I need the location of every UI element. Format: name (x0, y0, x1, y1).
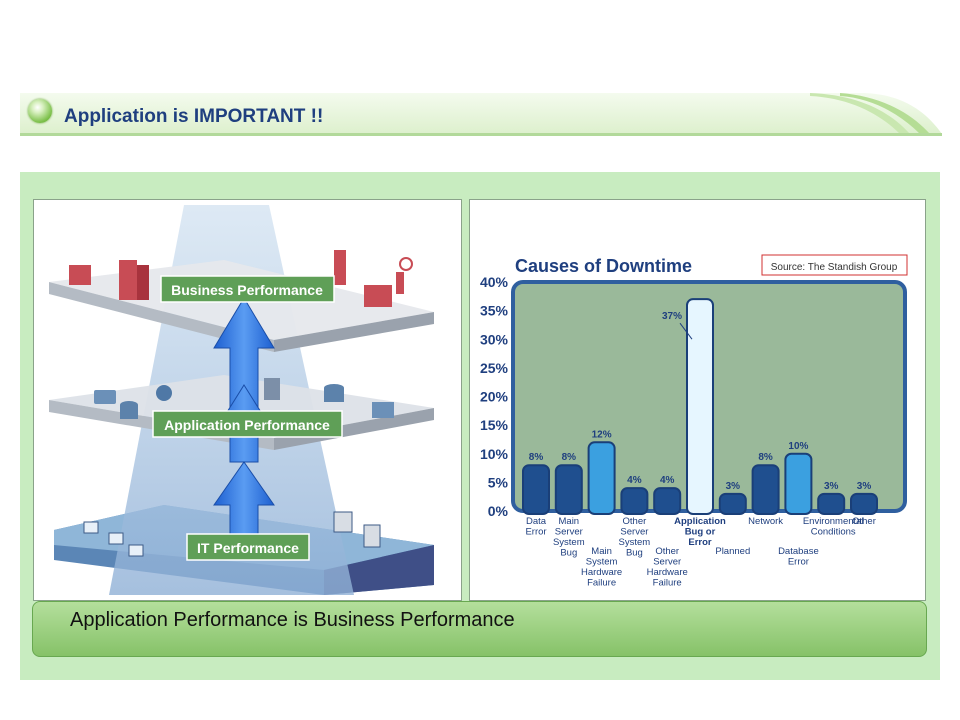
category-label: Network (748, 516, 783, 527)
bars (522, 298, 878, 516)
y-tick-label: 35% (480, 303, 509, 319)
bar-value-label: 12% (592, 429, 612, 440)
bar-value-label: 8% (529, 452, 544, 463)
bar (850, 492, 878, 516)
chart-title: Causes of Downtime (515, 256, 692, 276)
bar-value-label: 4% (627, 475, 642, 486)
server-icon (94, 378, 394, 418)
y-tick-label: 20% (480, 389, 509, 405)
bar (554, 464, 583, 516)
bar (587, 441, 616, 515)
performance-diagram-svg: Business Performance Application Perform… (49, 205, 434, 595)
source-box (761, 254, 908, 276)
it-performance-label: IT Performance (186, 533, 310, 561)
y-tick-label: 10% (480, 446, 509, 462)
bar-value-label: 37% (662, 311, 682, 322)
y-tick-label: 0% (488, 503, 509, 519)
y-tick-label: 25% (480, 360, 509, 376)
downtime-chart: Causes of Downtime Source: The Standish … (469, 199, 926, 601)
caption-text: Application Performance is Business Perf… (70, 609, 515, 631)
caption-bar (32, 601, 927, 657)
application-performance-label: Application Performance (152, 410, 343, 438)
y-tick-label: 5% (488, 474, 509, 490)
category-label: Planned (715, 546, 750, 557)
database-icon (120, 384, 344, 419)
bar-value-labels: 8% 8% 12% 4% 4% 37% 3% 8% 10% 3% 3% (529, 311, 872, 492)
globe-icon (156, 385, 172, 401)
bar (686, 298, 714, 515)
bar-value-label: 3% (857, 481, 872, 492)
chart-source: Source: The Standish Group (771, 262, 898, 273)
bar (817, 492, 846, 516)
y-axis: 0% 5% 10% 15% 20% 25% 30% 35% 40% (480, 274, 509, 519)
bar-value-label: 8% (562, 452, 577, 463)
application-performance-text: Application Performance (164, 417, 330, 433)
computer-icon (83, 511, 381, 557)
bar (784, 452, 813, 515)
bar (620, 487, 649, 516)
slide-title: Application is IMPORTANT !! (64, 106, 324, 127)
business-performance-label: Business Performance (160, 275, 335, 303)
y-tick-label: 15% (480, 417, 509, 433)
category-label: Other (852, 516, 876, 527)
bar-value-label: 8% (758, 452, 773, 463)
title-band (20, 93, 942, 136)
bar (653, 487, 682, 516)
performance-diagram: Business Performance Application Perform… (33, 199, 462, 601)
bar (522, 464, 550, 516)
callout-line (679, 322, 693, 340)
downtime-chart-svg: Causes of Downtime Source: The Standish … (480, 254, 908, 589)
bar (751, 464, 780, 516)
bar-value-label: 3% (824, 481, 839, 492)
factory-icon (396, 257, 413, 294)
buildings-icon (69, 250, 392, 307)
bar-value-label: 10% (788, 441, 808, 452)
it-performance-text: IT Performance (197, 540, 299, 556)
title-bullet-icon (28, 99, 52, 123)
business-performance-text: Business Performance (171, 282, 323, 298)
y-tick-label: 40% (480, 274, 509, 290)
bar (718, 492, 747, 516)
bar-value-label: 3% (726, 481, 741, 492)
y-tick-label: 30% (480, 331, 509, 347)
bar-value-label: 4% (660, 475, 675, 486)
